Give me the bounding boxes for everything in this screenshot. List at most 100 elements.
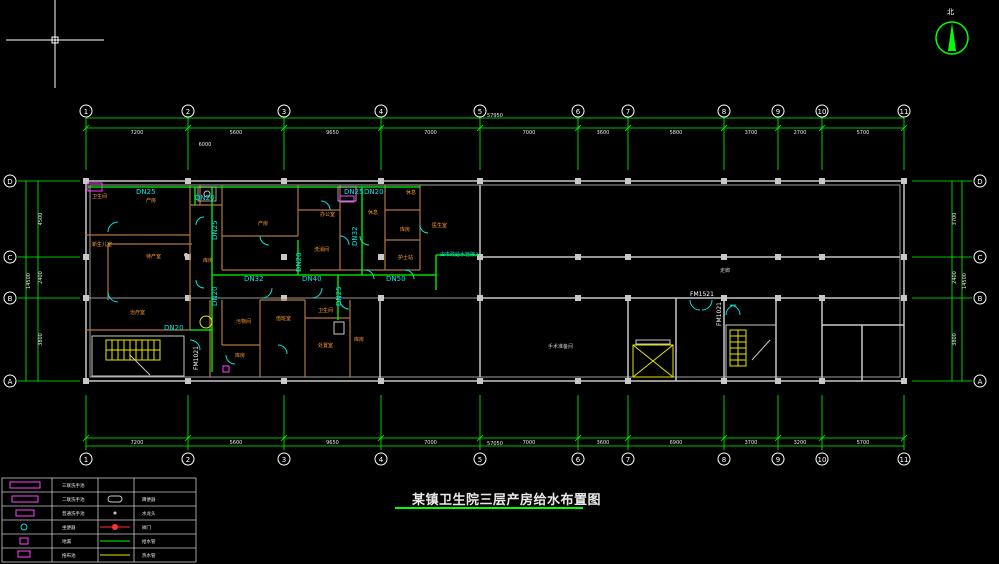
pipe-label: DN32 (244, 275, 264, 283)
column-square (625, 178, 631, 184)
pipe-label: DN20 (211, 286, 219, 306)
legend-label: 水龙头 (142, 510, 156, 517)
dimension-text: 7200 (131, 440, 144, 446)
legend-label: 地漏 (62, 538, 71, 545)
column-square (477, 295, 483, 301)
axis-label: 7 (626, 456, 630, 464)
column-square (819, 295, 825, 301)
axis-bubble-bottom (277, 452, 291, 466)
column-square (575, 178, 581, 184)
dimension-text: 5800 (670, 130, 683, 136)
title-underline (395, 507, 583, 509)
axis-bubble-right (973, 250, 987, 264)
structural-columns (83, 178, 907, 384)
legend-label: 二联洗手池 (62, 496, 85, 503)
axis-label: 8 (722, 456, 726, 464)
column-square (775, 254, 781, 260)
column-square (721, 295, 727, 301)
legend-label: 蹲便器 (142, 496, 156, 503)
axis-label: C (978, 254, 983, 262)
column-square (477, 378, 483, 384)
sub-dimension: 6000 (199, 142, 212, 148)
column-square (819, 378, 825, 384)
axis-bubble-top (571, 104, 585, 118)
axis-bubble-top (374, 104, 388, 118)
dimension-text: 7000 (523, 130, 536, 136)
north-compass-icon (935, 21, 969, 55)
dimension-text: 3800 (952, 333, 958, 346)
drawing-title: 某镇卫生院三层产房给水布置图 (412, 493, 602, 508)
overall-dimension: 57050 (487, 441, 503, 447)
axis-label: 7 (626, 108, 630, 116)
column-square (378, 295, 384, 301)
axis-bubble-bottom (771, 452, 785, 466)
pipe-label: DN40 (302, 275, 322, 283)
column-square (901, 254, 907, 260)
pipe-label: DN25 (136, 188, 156, 196)
column-square (83, 378, 89, 384)
axis-bubble-bottom (815, 452, 829, 466)
legend-label: 阀门 (142, 524, 151, 531)
column-square (83, 178, 89, 184)
legend-symbols (9, 481, 130, 558)
column-square (901, 178, 907, 184)
room-label: 洗消间 (314, 246, 329, 253)
fm-label: FM1021 (716, 302, 723, 326)
dimension-text: 7000 (523, 440, 536, 446)
room-label: 休息 (368, 209, 378, 216)
cad-crosshair (6, 0, 104, 88)
dimension-text: 4500 (38, 213, 44, 226)
axis-bubble-bottom (717, 452, 731, 466)
dimension-text: 3200 (794, 440, 807, 446)
column-square (281, 178, 287, 184)
pipe-label: DN25 (211, 220, 219, 240)
dimension-text: 2700 (794, 130, 807, 136)
axis-bubble-top (815, 104, 829, 118)
legend-label: 普通洗手池 (62, 510, 85, 517)
axis-label: 1 (84, 108, 88, 116)
axis-label: 1 (84, 456, 88, 464)
axis-label: D (977, 178, 982, 186)
dimension-text: 3600 (597, 440, 610, 446)
dimension-text: 5700 (857, 130, 870, 136)
column-square (819, 254, 825, 260)
axis-label: 9 (776, 456, 780, 464)
column-square (281, 378, 287, 384)
room-label: 产房 (146, 197, 156, 204)
axis-bubble-top (897, 104, 911, 118)
column-square (477, 178, 483, 184)
room-label: 库房 (203, 257, 213, 264)
column-square (477, 254, 483, 260)
column-square (83, 254, 89, 260)
legend-label: 给水管 (142, 538, 156, 545)
fm-label: FM1521 (690, 291, 714, 298)
room-label: 处置室 (318, 342, 333, 349)
axis-bubble-bottom (181, 452, 195, 466)
legend-label: 热水管 (142, 552, 156, 559)
pipe-label: DN25 (344, 188, 364, 196)
column-square (378, 178, 384, 184)
room-center-label: 手术准备间 (548, 343, 573, 350)
room-label: 办公室 (320, 211, 335, 218)
axis-bubble-bottom (571, 452, 585, 466)
column-square (378, 254, 384, 260)
room-label: 污物间 (236, 318, 251, 325)
axis-label: B (8, 295, 13, 303)
axis-label: D (7, 178, 12, 186)
axis-label: 3 (282, 108, 286, 116)
dimension-text: 5600 (230, 440, 243, 446)
axis-label: 10 (818, 108, 827, 116)
dimension-text: 9650 (326, 130, 339, 136)
axis-label: 2 (186, 108, 190, 116)
axis-bubble-bottom (79, 452, 93, 466)
room-label: 治疗室 (130, 309, 145, 316)
axis-label: 10 (818, 456, 827, 464)
axis-bubble-left (3, 291, 17, 305)
axis-label: 4 (379, 456, 384, 464)
axis-bubble-right (973, 374, 987, 388)
room-label-extra: 库房 (235, 352, 245, 359)
doors (107, 200, 741, 365)
building-outline (85, 180, 905, 382)
legend-label: 拖布池 (62, 552, 76, 559)
room-label-extra: 库房 (354, 336, 364, 343)
